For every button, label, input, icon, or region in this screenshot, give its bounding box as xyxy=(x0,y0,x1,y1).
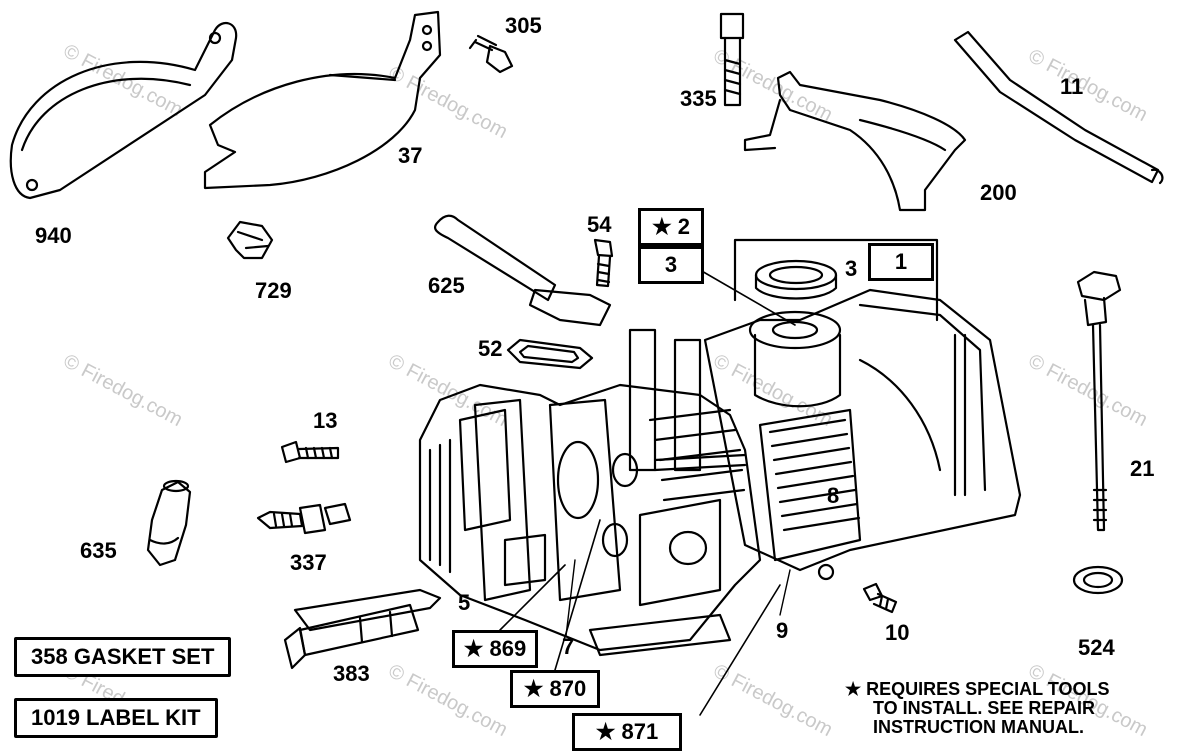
callout-54: 54 xyxy=(587,212,612,237)
leader-bracket-1 xyxy=(733,238,939,322)
part-729-clip xyxy=(226,220,274,260)
gasket-set-label: 358 GASKET SET xyxy=(14,637,232,677)
part-21-dipstick xyxy=(1076,270,1122,532)
callout-940: 940 xyxy=(35,223,72,248)
part-940-guard xyxy=(9,21,238,200)
engine-block xyxy=(703,288,1022,581)
callout-box-star-2: ★ 2 xyxy=(638,208,704,246)
part-37-shield xyxy=(203,10,442,190)
callout-625: 625 xyxy=(428,273,465,298)
callout-5: 5 xyxy=(458,590,471,615)
leader-line-869 xyxy=(499,564,566,631)
callout-11: 11 xyxy=(1060,74,1084,99)
callout-337: 337 xyxy=(290,550,327,575)
part-635-boot xyxy=(146,479,192,567)
part-335-bolt xyxy=(719,12,745,107)
leader-line-9 xyxy=(779,569,791,616)
part-3-seal xyxy=(754,259,838,300)
part-337-spark-plug xyxy=(256,502,352,535)
callout-335: 335 xyxy=(680,86,717,111)
callout-box-star-870: ★ 870 xyxy=(510,670,600,708)
callout-box-star-869: ★ 869 xyxy=(452,630,538,668)
callout-37: 37 xyxy=(398,143,423,168)
special-tools-note: ★ REQUIRES SPECIAL TOOLS TO INSTALL. SEE… xyxy=(845,680,1110,737)
leader-line-3 xyxy=(699,269,796,326)
note-line-3: INSTRUCTION MANUAL. xyxy=(873,716,1084,737)
leader-line-870 xyxy=(554,519,601,671)
leader-line-871 xyxy=(699,584,781,716)
callout-524: 524 xyxy=(1078,635,1115,660)
part-625-tube xyxy=(434,214,612,327)
callout-3: 3 xyxy=(845,256,858,281)
callout-box-3: 3 xyxy=(638,246,704,284)
part-305-screw xyxy=(468,34,514,74)
part-52-gasket xyxy=(506,338,594,370)
callout-13: 13 xyxy=(313,408,338,433)
callout-8: 8 xyxy=(827,483,840,508)
callout-box-1: 1 xyxy=(868,243,934,281)
callout-635: 635 xyxy=(80,538,117,563)
part-11-tube xyxy=(953,30,1164,185)
note-line-1: ★ REQUIRES SPECIAL TOOLS xyxy=(845,679,1110,699)
callout-52: 52 xyxy=(478,336,503,361)
callout-21: 21 xyxy=(1130,456,1155,481)
callout-box-star-871: ★ 871 xyxy=(572,713,682,751)
callout-200: 200 xyxy=(980,180,1017,205)
callout-7: 7 xyxy=(562,634,575,659)
cylinder-head xyxy=(418,328,762,657)
callout-729: 729 xyxy=(255,278,292,303)
part-54-screw xyxy=(593,238,614,288)
callout-383: 383 xyxy=(333,661,370,686)
part-200-bracket xyxy=(743,70,967,212)
callout-305: 305 xyxy=(505,13,542,38)
part-10-screw xyxy=(862,582,898,614)
callout-10: 10 xyxy=(885,620,910,645)
part-524-washer xyxy=(1072,565,1124,595)
note-line-2: TO INSTALL. SEE REPAIR xyxy=(873,697,1096,718)
callout-9: 9 xyxy=(776,618,789,643)
part-13-bolt xyxy=(280,440,340,464)
leader-line-7 xyxy=(565,559,576,637)
label-kit-label: 1019 LABEL KIT xyxy=(14,698,218,738)
part-383-tool xyxy=(283,588,442,670)
